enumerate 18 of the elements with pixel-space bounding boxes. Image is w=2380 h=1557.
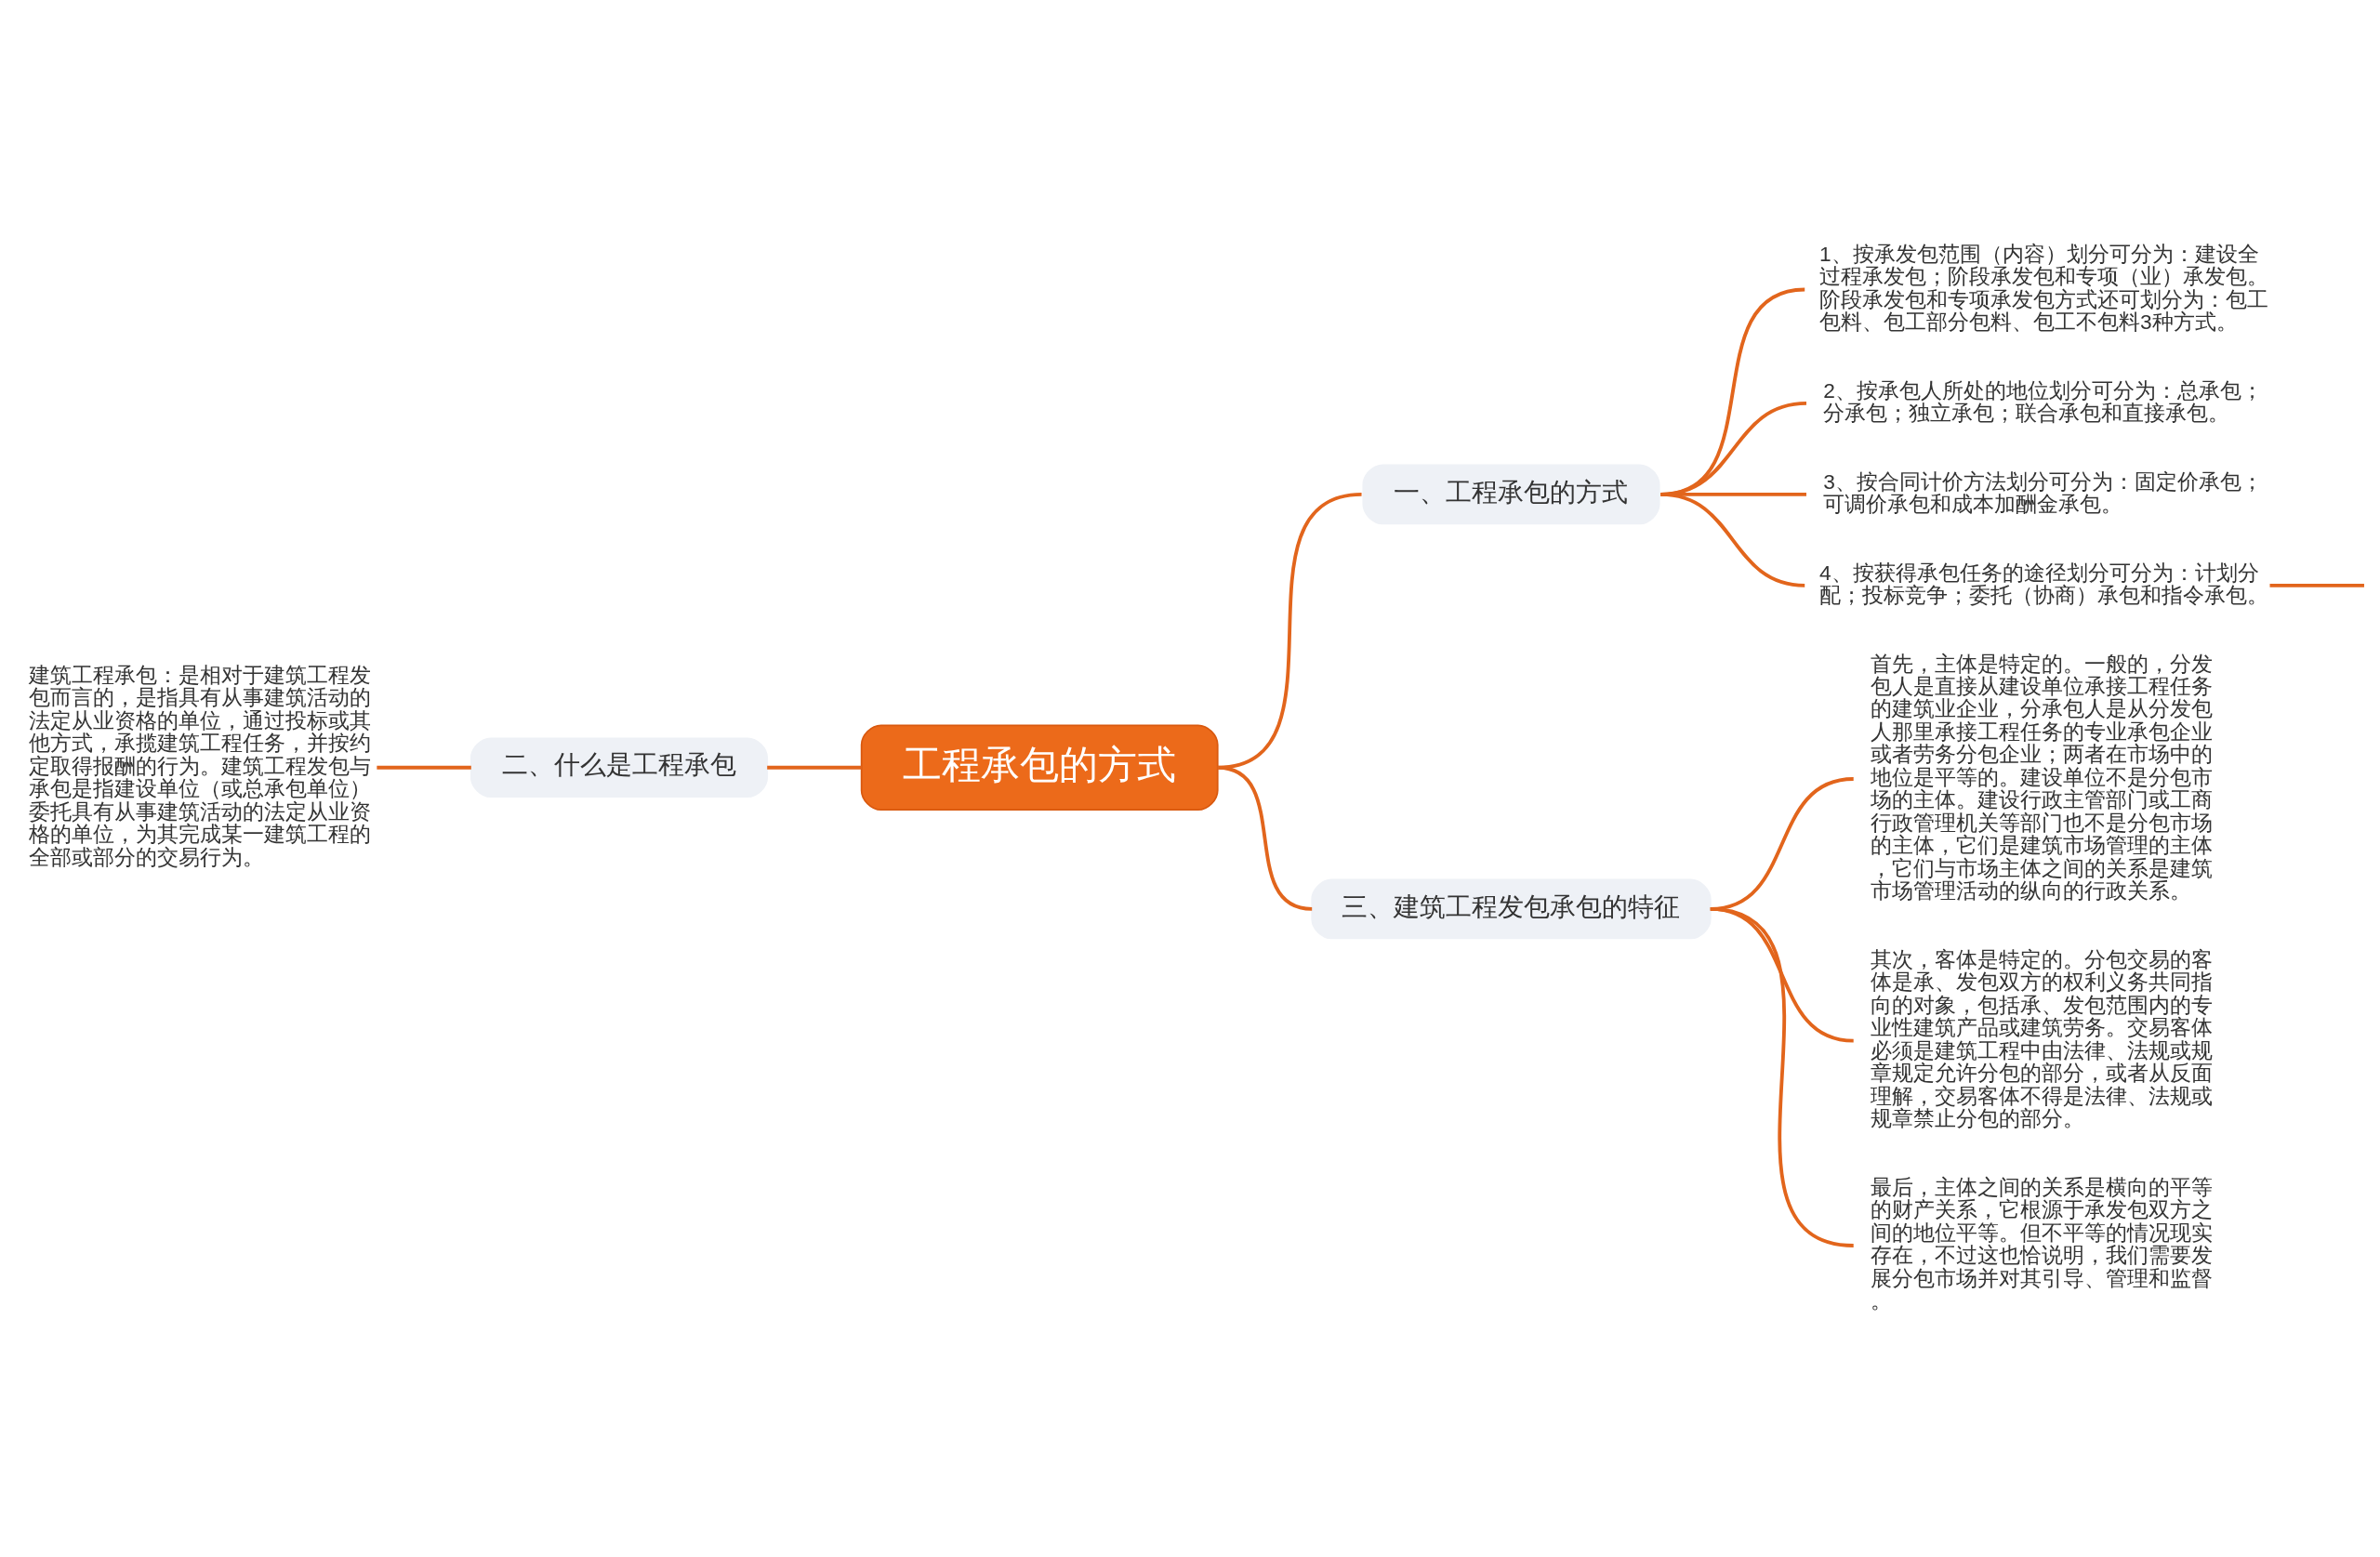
node-text: 首先，主体是特定的。一般的，分发包人是直接从建设单位承接工程任务的建筑业企业，分承包人是从分发包人那里承接工程任务的专业承包企业或者劳务分包企业；两者在市场中的地位是平等的。建设单位不是分包市场的主体。建设行政主管部门或工商行政管理机关等部门也不是分包市场的主体，它们是建筑市场管理的主体，它们与市场主体之间的关系是建筑市场管理活动的纵向的行政关系。 bbox=[1871, 651, 2214, 903]
node-box: 二、什么是工程承包 bbox=[469, 736, 769, 798]
connector bbox=[377, 765, 471, 770]
node-text: 3、按合同计价方法划分可分为：固定价承包；可调价承包和成本加酬金承包。 bbox=[1823, 468, 2263, 516]
node-text: 2、按承包人所处的地位划分可分为：总承包；分承包；独立承包；联合承包和直接承包。 bbox=[1823, 377, 2263, 425]
connector bbox=[1660, 492, 1805, 587]
connector bbox=[1217, 765, 1313, 911]
node-text: 4、按获得承包任务的途径划分可分为：计划分配；投标竞争；委托（协商）承包和指令承包。 bbox=[1818, 560, 2268, 607]
connector bbox=[767, 765, 862, 770]
node-text: 其次，客体是特定的。分包交易的客体是承、发包双方的权利义务共同指向的对象，包括承、发包范围内的专业性建筑产品或建筑劳务。交易客体必须是建筑工程中由法律、法规或规章规定允许分包的部分，或者从反面理解，交易客体不得是法律、法规或规章禁止分包的部分。 bbox=[1871, 946, 2214, 1130]
node-box: 三、建筑工程发包承包的特征 bbox=[1311, 878, 1712, 939]
node-text: 1、按承发包范围（内容）划分可分为：建设全过程承发包；阶段承发包和专项（业）承发包。阶段承发包和专项承发包方式还可划分为：包工包料、包工部分包料、包工不包料3种方式。 bbox=[1818, 241, 2268, 334]
node-text: 建筑工程承包：是相对于建筑工程发包而言的，是指具有从事建筑活动的法定从业资格的单位，通过投标或其他方式，承揽建筑工程任务，并按约定取得报酬的行为。建筑工程发包与承包是指建设单位（或总承包单位）委托具有从事建筑活动的法定从业资格的单位，为其完成某一建筑工程的全部或部分的交易行为。 bbox=[29, 662, 372, 869]
node-box: 一、工程承包的方式 bbox=[1362, 464, 1660, 524]
connector bbox=[1710, 906, 1855, 1247]
node-text: 最后，主体之间的关系是横向的平等的财产关系，它根源于承发包双方之间的地位平等。但不平等的情况现实存在，不过这也恰说明，我们需要发展分包市场并对其引导、管理和监督。 bbox=[1871, 1174, 2214, 1313]
connector bbox=[2269, 583, 2364, 587]
node-box: 工程承包的方式 bbox=[860, 723, 1219, 811]
